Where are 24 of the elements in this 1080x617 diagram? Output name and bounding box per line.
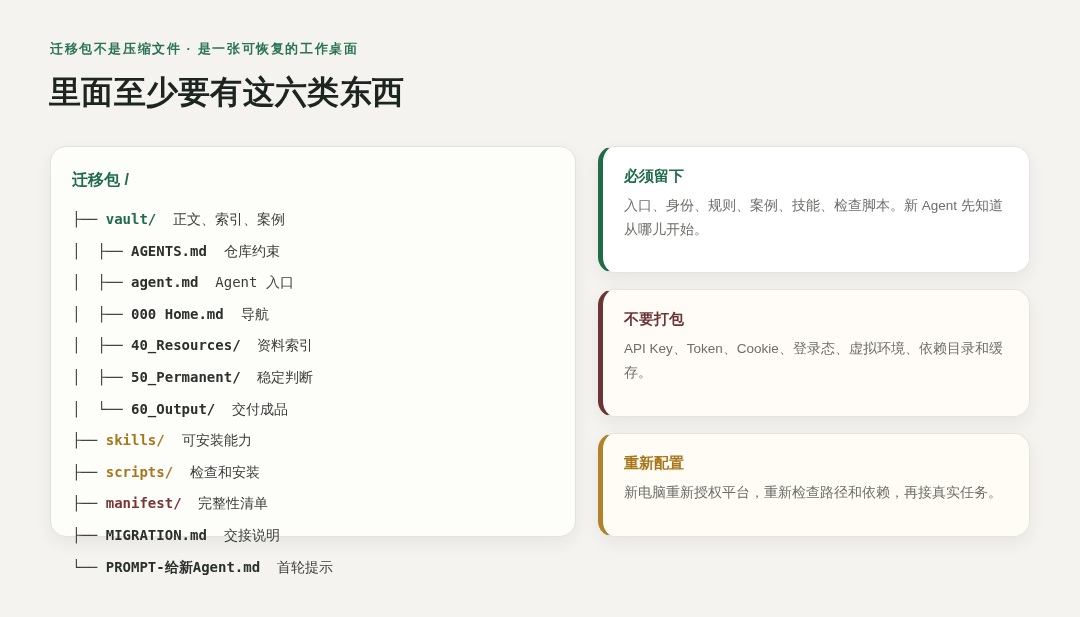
tree-line: │ ├── 40_Resources/ 资料索引 — [72, 336, 314, 356]
info-card — [598, 289, 1030, 417]
eyebrow-text: 迁移包不是压缩文件 · 是一张可恢复的工作桌面 — [50, 40, 359, 58]
card-text: 新电脑重新授权平台，重新检查路径和依赖，再接真实任务。 — [624, 484, 1003, 502]
card-text: 入口、身份、规则、案例、技能、检查脚本。新 Agent 先知道从哪儿开始。 — [624, 197, 1004, 239]
tree-line: ├── vault/ 正文、索引、案例 — [72, 210, 286, 229]
card-heading: 重新配置 — [624, 453, 684, 473]
tree-line: │ ├── AGENTS.md 仓库约束 — [72, 241, 280, 261]
tree-line: └── PROMPT-给新Agent.md 首轮提示 — [72, 557, 333, 577]
card-heading: 不要打包 — [624, 309, 684, 329]
tree-line: ├── skills/ 可安装能力 — [72, 431, 252, 451]
tree-line: │ ├── 50_Permanent/ 稳定判断 — [72, 368, 314, 387]
info-card — [598, 433, 1030, 537]
tree-line: │ ├── 000 Home.md 导航 — [72, 304, 269, 324]
tree-line: ├── manifest/ 完整性清单 — [72, 494, 269, 514]
card-heading: 必须留下 — [624, 166, 684, 186]
panel-heading: 迁移包 / — [72, 170, 129, 190]
tree-line: ├── MIGRATION.md 交接说明 — [72, 526, 280, 545]
page-title: 里面至少要有这六类东西 — [49, 73, 405, 112]
info-card — [598, 146, 1030, 273]
tree-line: ├── scripts/ 检查和安装 — [72, 462, 260, 482]
tree-line: │ ├── agent.md Agent 入口 — [72, 273, 294, 293]
card-text: API Key、Token、Cookie、登录态、虚拟环境、依赖目录和缓存。 — [624, 340, 1004, 382]
tree-line: │ └── 60_Output/ 交付成品 — [72, 399, 289, 419]
